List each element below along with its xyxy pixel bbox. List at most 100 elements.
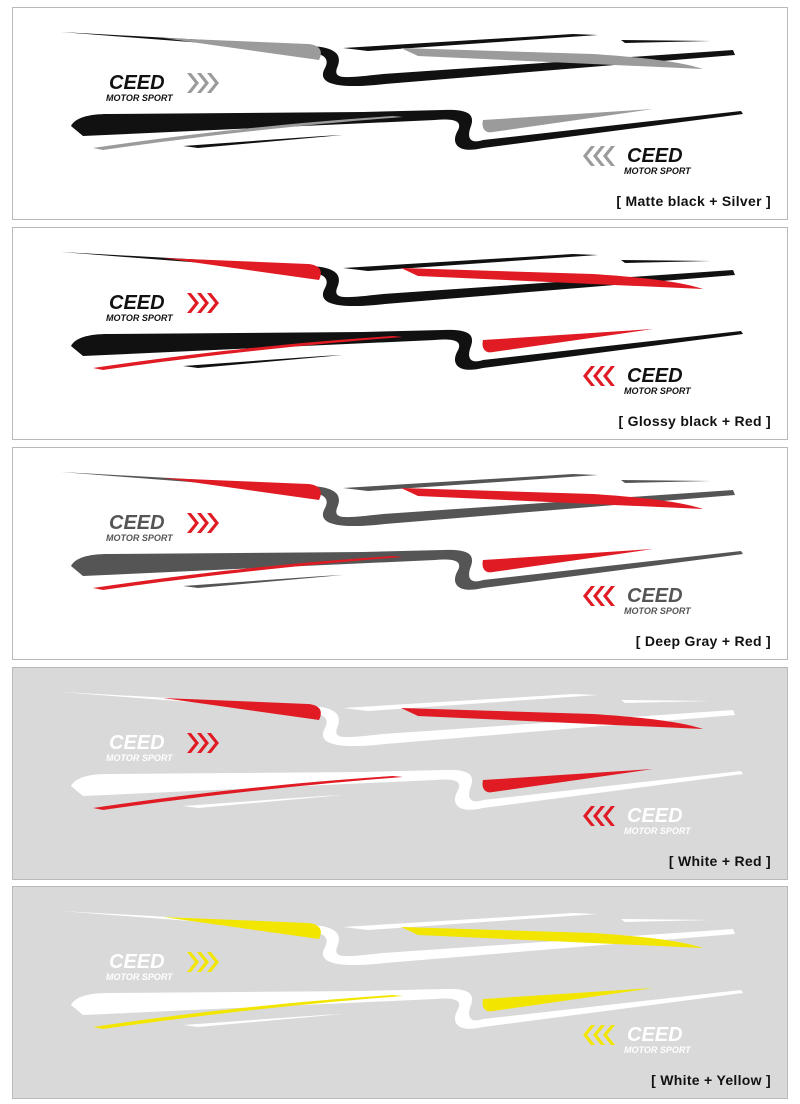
brand-tagline: MOTOR SPORT <box>106 313 174 323</box>
upper-stripe-segment <box>621 919 711 922</box>
upper-accent-stripe <box>163 258 321 280</box>
lower-stripe <box>71 988 743 1029</box>
chevron-right-icon <box>207 73 219 93</box>
lower-stripe-segment <box>183 795 343 808</box>
upper-accent-stripe <box>401 488 703 509</box>
upper-stripe <box>61 32 735 87</box>
variant-label: [ White + Yellow ] <box>651 1072 771 1088</box>
brand-name: CEED <box>109 951 165 973</box>
chevron-left-icon <box>603 1025 615 1045</box>
chevron-right-icon <box>197 733 209 753</box>
upper-accent-stripe <box>163 917 321 939</box>
lower-accent-stripe <box>482 988 653 1012</box>
upper-accent-stripe <box>401 268 703 289</box>
upper-accent-stripe <box>401 708 703 729</box>
chevron-left-icon <box>593 1025 605 1045</box>
lower-stripe-segment <box>183 135 343 148</box>
brand-name: CEED <box>627 585 683 607</box>
brand-tagline: MOTOR SPORT <box>106 972 174 982</box>
upper-stripe-segment <box>343 694 598 711</box>
brand-tagline: MOTOR SPORT <box>624 166 692 176</box>
upper-stripe <box>61 252 735 307</box>
chevron-right-icon <box>207 293 219 313</box>
lower-stripe-segment <box>183 355 343 368</box>
upper-accent-stripe <box>401 927 703 948</box>
variant-label: [ Deep Gray + Red ] <box>635 633 771 649</box>
brand-name: CEED <box>109 732 165 754</box>
brand-name: CEED <box>109 292 165 314</box>
chevron-left-icon <box>603 586 615 606</box>
lower-accent-stripe <box>93 116 403 150</box>
chevron-right-icon <box>187 293 199 313</box>
chevron-left-icon <box>583 366 595 386</box>
lower-accent-stripe <box>93 556 403 590</box>
upper-stripe <box>61 911 735 966</box>
upper-stripe-segment <box>621 480 711 483</box>
chevron-right-icon <box>197 73 209 93</box>
chevron-right-icon <box>207 513 219 533</box>
upper-stripe-segment <box>343 474 598 491</box>
upper-stripe-segment <box>621 700 711 703</box>
variant-label: [ White + Red ] <box>668 853 771 869</box>
brand-tagline: MOTOR SPORT <box>106 93 174 103</box>
lower-accent-stripe <box>482 549 653 573</box>
upper-stripe-segment <box>621 40 711 43</box>
brand-tagline: MOTOR SPORT <box>624 386 692 396</box>
chevron-left-icon <box>593 146 605 166</box>
upper-accent-stripe <box>401 48 703 69</box>
brand-name: CEED <box>627 365 683 387</box>
lower-stripe <box>71 329 743 370</box>
brand-tagline: MOTOR SPORT <box>106 753 174 763</box>
chevron-right-icon <box>187 513 199 533</box>
lower-stripe <box>71 109 743 150</box>
chevron-right-icon <box>187 952 199 972</box>
variant-label: [ Glossy black + Red ] <box>618 413 771 429</box>
chevron-left-icon <box>583 1025 595 1045</box>
brand-name: CEED <box>109 72 165 94</box>
upper-accent-stripe <box>163 38 321 60</box>
chevron-right-icon <box>187 73 199 93</box>
chevron-right-icon <box>197 293 209 313</box>
chevron-left-icon <box>593 586 605 606</box>
brand-tagline: MOTOR SPORT <box>106 533 174 543</box>
lower-accent-stripe <box>482 109 653 133</box>
brand-tagline: MOTOR SPORT <box>624 606 692 616</box>
upper-stripe-segment <box>343 254 598 271</box>
lower-accent-stripe <box>93 336 403 370</box>
lower-accent-stripe <box>482 329 653 353</box>
chevron-right-icon <box>197 952 209 972</box>
upper-stripe-segment <box>343 913 598 930</box>
chevron-left-icon <box>583 146 595 166</box>
upper-accent-stripe <box>163 698 321 720</box>
upper-stripe-segment <box>621 260 711 263</box>
chevron-left-icon <box>603 366 615 386</box>
lower-stripe-segment <box>183 575 343 588</box>
brand-name: CEED <box>109 512 165 534</box>
lower-accent-stripe <box>93 995 403 1029</box>
variant-label: [ Matte black + Silver ] <box>616 193 771 209</box>
lower-stripe-segment <box>183 1014 343 1027</box>
brand-name: CEED <box>627 805 683 827</box>
upper-stripe <box>61 692 735 747</box>
brand-name: CEED <box>627 1024 683 1046</box>
chevron-right-icon <box>187 733 199 753</box>
chevron-left-icon <box>583 586 595 606</box>
